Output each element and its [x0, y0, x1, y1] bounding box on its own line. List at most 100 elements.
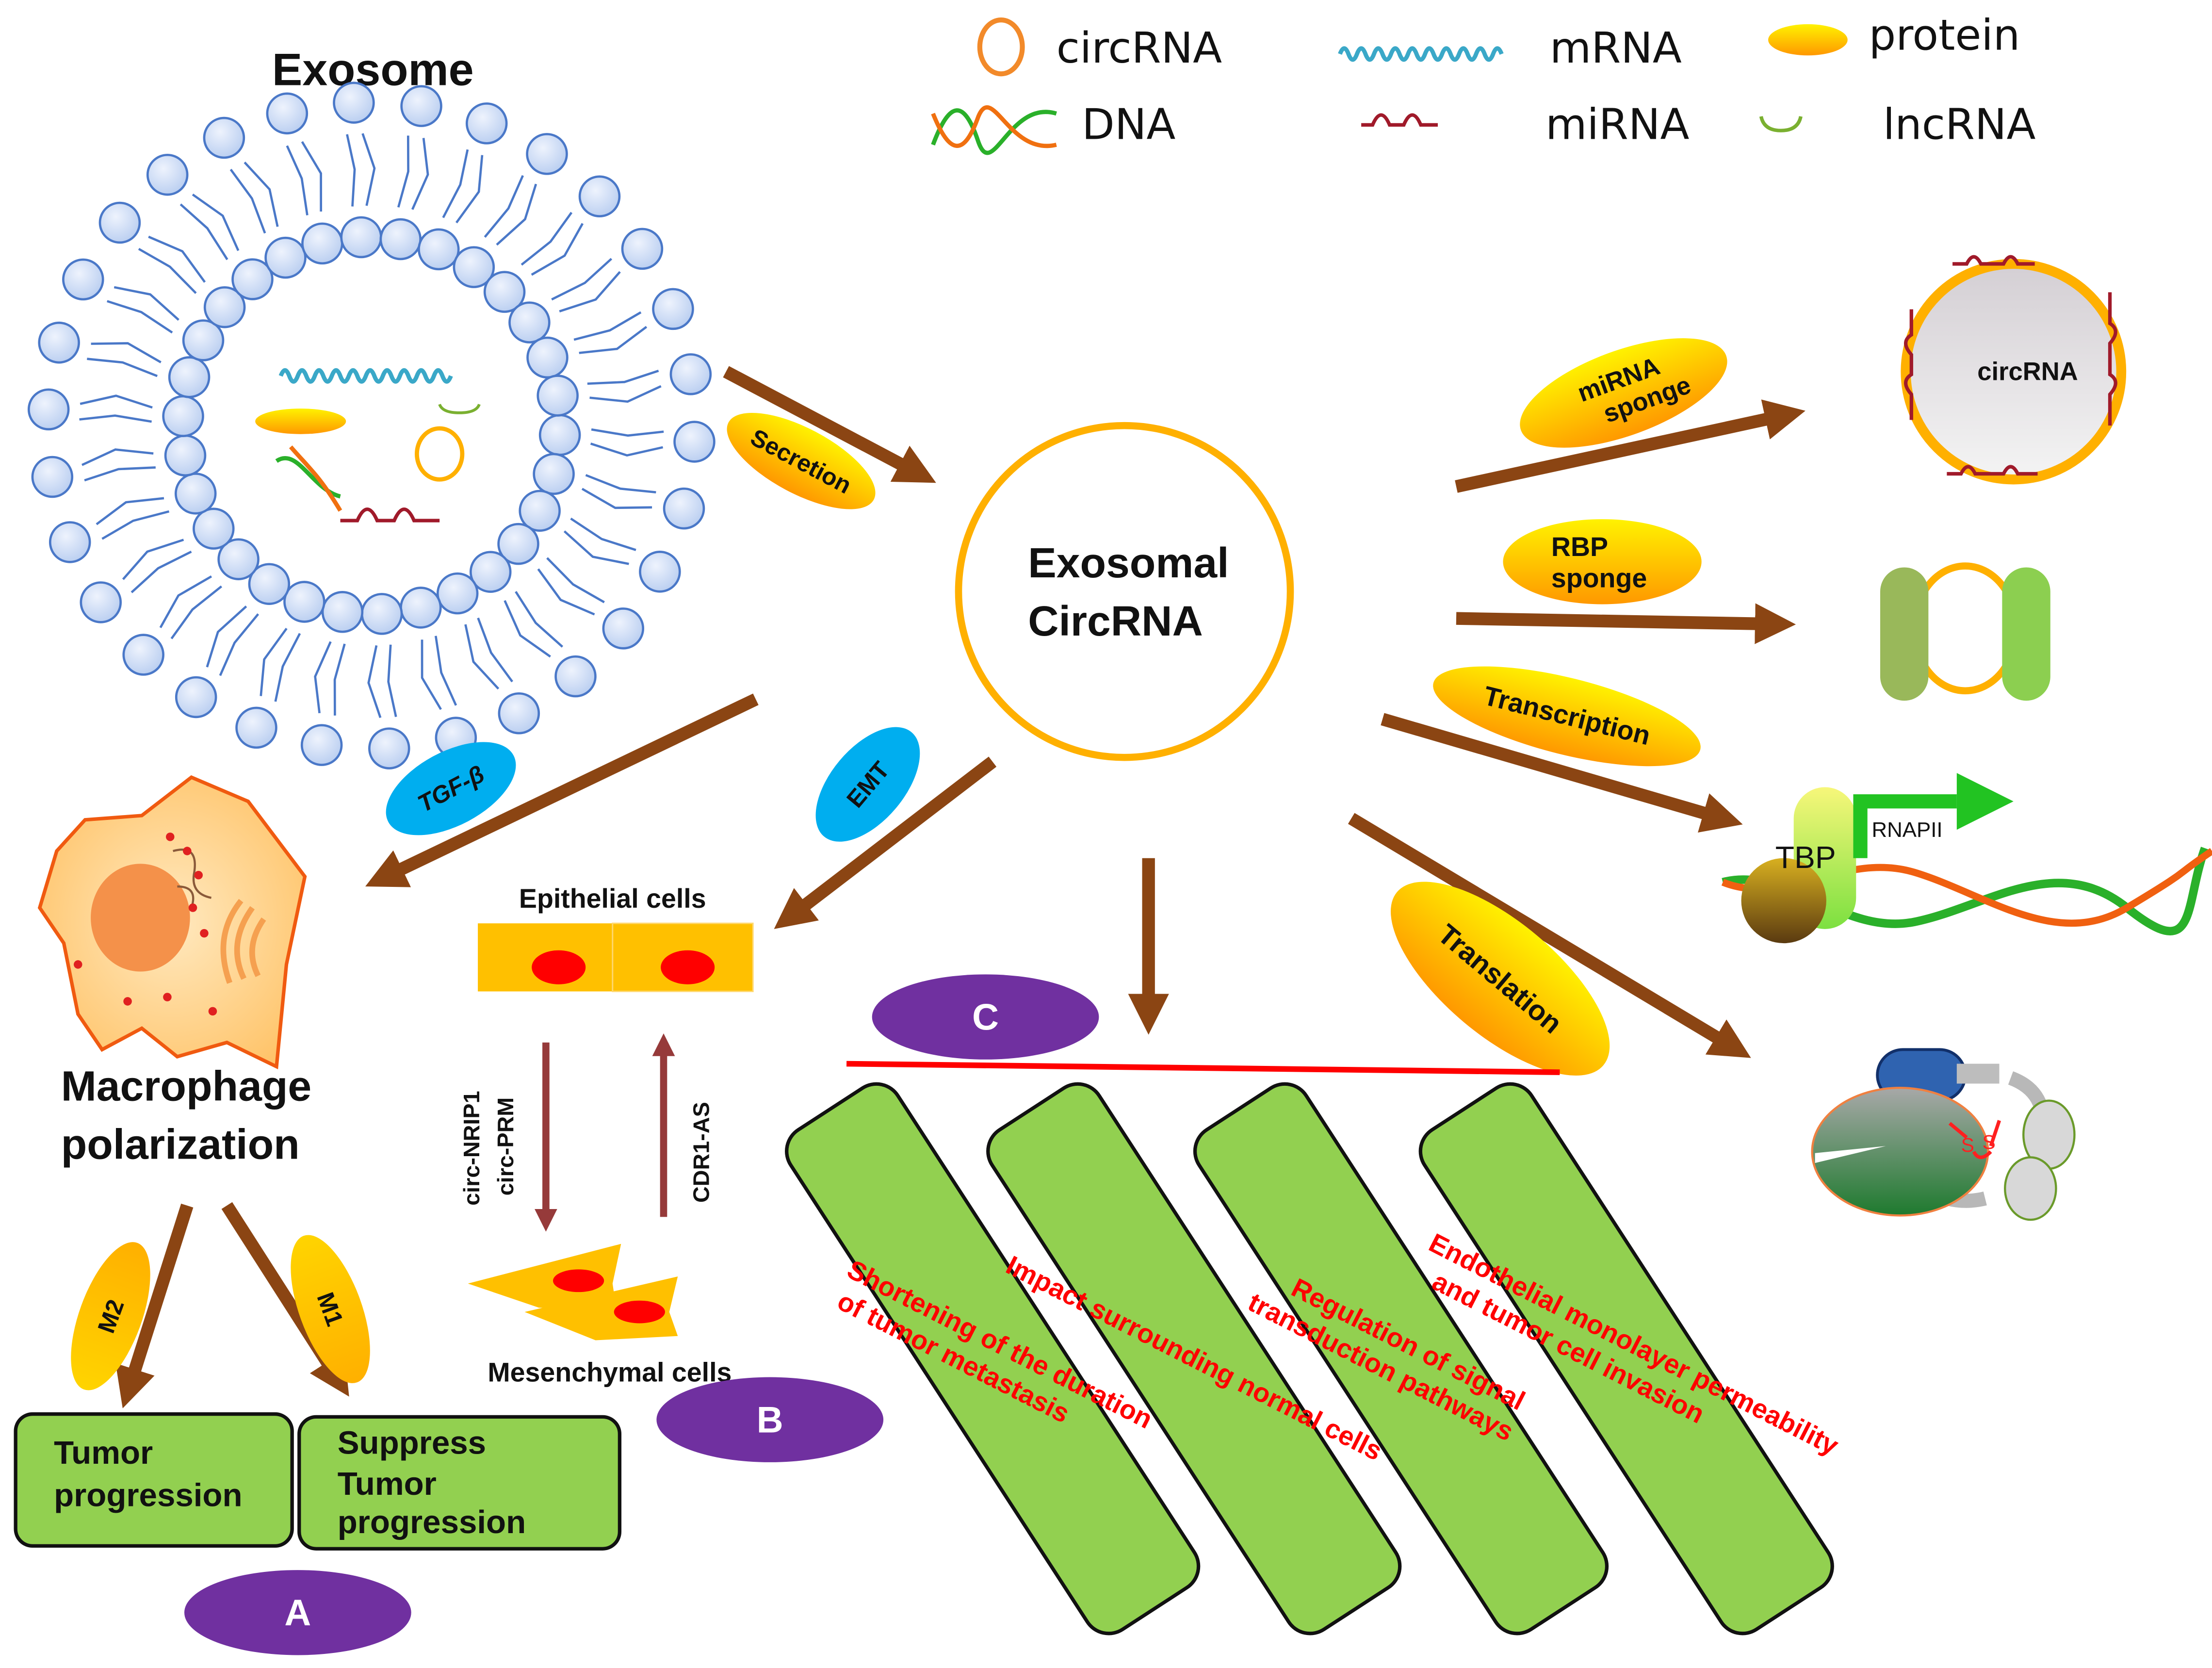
mirna-bound-left-icon — [1903, 309, 1913, 420]
lipid-tail — [504, 591, 564, 658]
lipid-tail — [107, 286, 179, 334]
lipid-head-inner — [379, 218, 422, 261]
box-suppress-tumor-progression: Suppress Tumor progression — [297, 1415, 622, 1551]
lipid-head-outer — [669, 353, 712, 395]
lipid-head-inner — [533, 453, 575, 495]
arrow-rbp-sponge — [1456, 603, 1796, 644]
legend-item-protein: protein — [1768, 11, 2020, 60]
rbp-sponge-badge-shape — [1503, 519, 1702, 605]
vesicle-dots — [74, 833, 217, 1016]
arrow-translation — [1348, 813, 1751, 1058]
mrna-wave-icon — [278, 368, 453, 384]
arrow-m2 — [115, 1203, 194, 1408]
lipid-head-inner — [537, 375, 579, 417]
lipid-head-outer — [98, 201, 141, 244]
section-badge-c: C — [872, 974, 1099, 1060]
arrow-mirna-sponge — [1455, 399, 1805, 493]
mirna-squiggle-icon — [340, 507, 440, 523]
label-tgf-beta: TGF-β — [386, 742, 516, 835]
arrow-to-epithelial — [774, 756, 997, 929]
lipid-tail — [421, 636, 457, 710]
lipid-tail — [286, 141, 322, 215]
tgf-beta-badge-shape — [386, 742, 516, 835]
rbp-protein-left-icon — [1880, 567, 1929, 701]
lipid-head-outer — [300, 724, 343, 766]
legend-item-dna: DNA — [931, 100, 1175, 155]
lipid-tail — [551, 258, 621, 312]
lipid-tail — [260, 627, 301, 702]
lipid-tail — [346, 133, 376, 207]
lipid-head-outer — [38, 321, 80, 364]
ribosome-notch — [1815, 1146, 1886, 1163]
arrow-transcription — [1381, 713, 1743, 833]
legend: circRNA mRNA protein DNA miRNA lncRNA — [931, 11, 2036, 155]
tumor-progression-line2: progression — [54, 1477, 242, 1514]
mirna-bound-top-icon — [1952, 255, 2035, 266]
badge-a-text: A — [284, 1592, 311, 1634]
circ-nrip1-label: circ-NRIP1 — [459, 1091, 484, 1205]
lipid-tail — [587, 370, 662, 403]
rbp-sponge-text-1: RBP — [1551, 532, 1608, 562]
legend-label-dna: DNA — [1082, 100, 1175, 149]
lipid-head-inner — [418, 228, 460, 271]
lipid-head-inner — [182, 319, 225, 361]
macrophage-title-line1: Macrophage — [61, 1063, 312, 1110]
lipid-head-inner — [538, 414, 581, 456]
lipid-head-outer — [27, 388, 70, 431]
ribosome-icon — [1811, 1087, 1989, 1217]
lipid-head-inner — [217, 538, 260, 580]
lipid-head-outer — [31, 456, 74, 498]
lipid-head-inner — [193, 507, 235, 550]
lipid-head-outer — [235, 706, 277, 749]
suppress-line2: Tumor — [338, 1466, 437, 1502]
hub-label-line1: Exosomal — [1028, 539, 1229, 587]
hub-label-line2: CircRNA — [1028, 597, 1203, 645]
lncrna-curve-icon — [1759, 115, 1803, 132]
legend-label-mirna: miRNA — [1545, 100, 1689, 149]
lipid-tail — [464, 617, 513, 690]
lipid-head-inner — [264, 236, 307, 279]
lipid-head-outer — [49, 521, 91, 563]
label-mirna-sponge: miRNA sponge — [1520, 338, 1727, 448]
lipid-head-inner — [497, 523, 539, 565]
m1-badge-shape — [291, 1235, 370, 1383]
lipid-tail — [229, 162, 279, 234]
tbp-ball-icon — [1741, 858, 1826, 944]
legend-item-circrna: circRNA — [977, 17, 1222, 77]
rbp-protein-right-icon — [2002, 567, 2050, 701]
lipid-tail — [87, 342, 162, 377]
transcription-badge-shape — [1433, 666, 1701, 767]
rnapii-label: RNAPII — [1871, 818, 1942, 842]
legend-label-lncrna: lncRNA — [1883, 100, 2036, 149]
lipid-tail — [581, 474, 656, 509]
mirna-bound-right-icon — [2108, 292, 2117, 426]
lipid-head-outer — [266, 92, 309, 135]
exosome-cargo — [255, 368, 481, 523]
lipid-head-inner — [203, 286, 246, 328]
transcription-arrowhead-icon — [1956, 773, 2014, 830]
lipid-head-inner — [321, 591, 364, 633]
lipid-tail — [159, 575, 223, 639]
peptide-link-icon — [1956, 1063, 2000, 1084]
dna-helix-icon — [931, 108, 1057, 155]
lipid-tail — [520, 212, 584, 276]
sponge-circrna-label: circRNA — [1977, 358, 2078, 386]
suppress-line3: progression — [338, 1504, 526, 1540]
legend-label-protein: protein — [1869, 11, 2020, 60]
lipid-head-inner — [340, 216, 382, 259]
lipid-head-outer — [400, 85, 442, 127]
sponge-circrna-icon — [1901, 259, 2127, 485]
arrow-secretion — [723, 366, 936, 483]
label-transcription: Transcription — [1433, 666, 1701, 767]
box-tumor-progression: Tumor progression — [14, 1412, 294, 1548]
tumor-progression-line1: Tumor — [54, 1435, 153, 1471]
epithelial-nucleus-2 — [661, 950, 715, 984]
lipid-head-inner — [360, 593, 403, 635]
lipid-tail — [138, 235, 206, 294]
lipid-head-outer — [639, 551, 681, 593]
exosome-vesicle — [27, 82, 716, 769]
mirna-squiggle-icon — [1361, 113, 1438, 127]
dna-helix-strand-icon — [931, 105, 1057, 148]
lipid-head-outer — [175, 676, 217, 719]
